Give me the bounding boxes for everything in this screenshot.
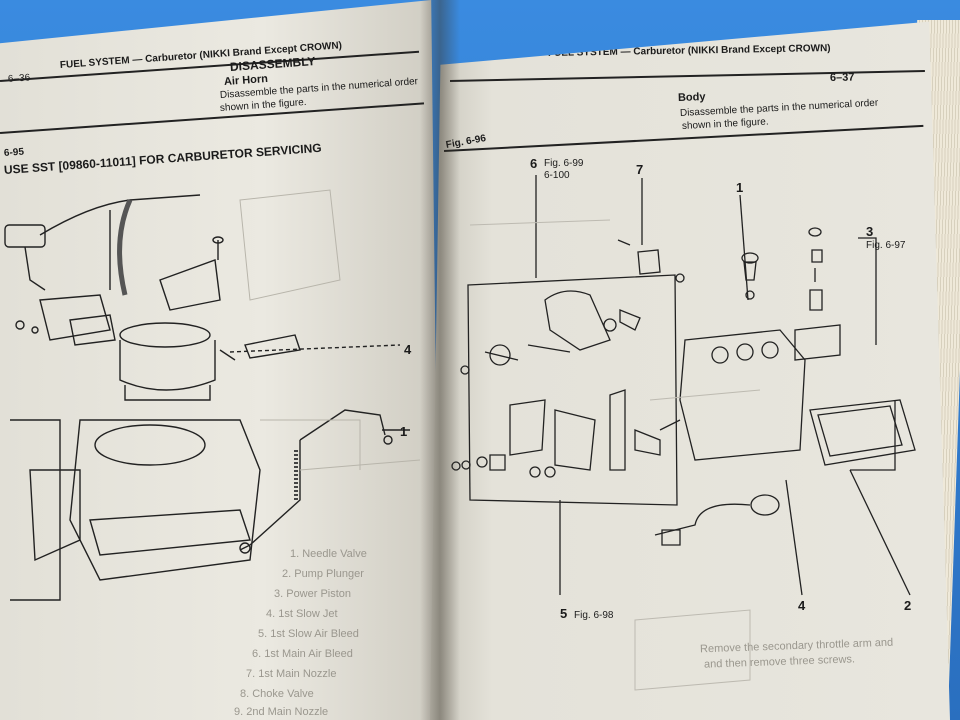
list-item: 8. Choke Valve <box>240 688 314 700</box>
right-callout-4: 4 <box>798 598 806 613</box>
right-callout-7: 7 <box>636 162 644 177</box>
list-item: 7. 1st Main Nozzle <box>246 668 337 680</box>
list-item: 9. 2nd Main Nozzle <box>234 706 329 718</box>
list-item: 3. Power Piston <box>274 588 352 600</box>
right-callout-3: 3 <box>866 224 874 239</box>
list-item: 4. 1st Slow Jet <box>266 608 338 620</box>
right-callout-5-ref1: Fig. 6-98 <box>574 610 614 621</box>
left-callout-4: 4 <box>404 342 412 357</box>
body-exploded-diagram <box>451 175 916 691</box>
list-item: 6. 1st Main Air Bleed <box>252 648 353 660</box>
list-item: 2. Pump Plunger <box>282 568 364 580</box>
air-horn-exploded-diagram <box>4 189 421 601</box>
right-callout-6-ref1: Fig. 6-99 <box>544 158 584 169</box>
left-callout-1: 1 <box>400 424 408 439</box>
right-callout-3-ref1: Fig. 6-97 <box>866 240 906 251</box>
right-callout-5: 5 <box>560 606 568 621</box>
left-page: 6–36 FUEL SYSTEM — Carburetor (NIKKI Bra… <box>0 0 440 720</box>
right-callout-1: 1 <box>736 180 744 195</box>
right-callout-6: 6 <box>530 156 538 171</box>
right-callout-2: 2 <box>904 598 912 613</box>
list-item: 5. 1st Slow Air Bleed <box>258 628 359 640</box>
right-page: FUEL SYSTEM — Carburetor (NIKKI Brand Ex… <box>430 21 950 720</box>
list-item: 1. Needle Valve <box>290 548 367 560</box>
right-callout-6-ref2: 6-100 <box>544 170 570 181</box>
